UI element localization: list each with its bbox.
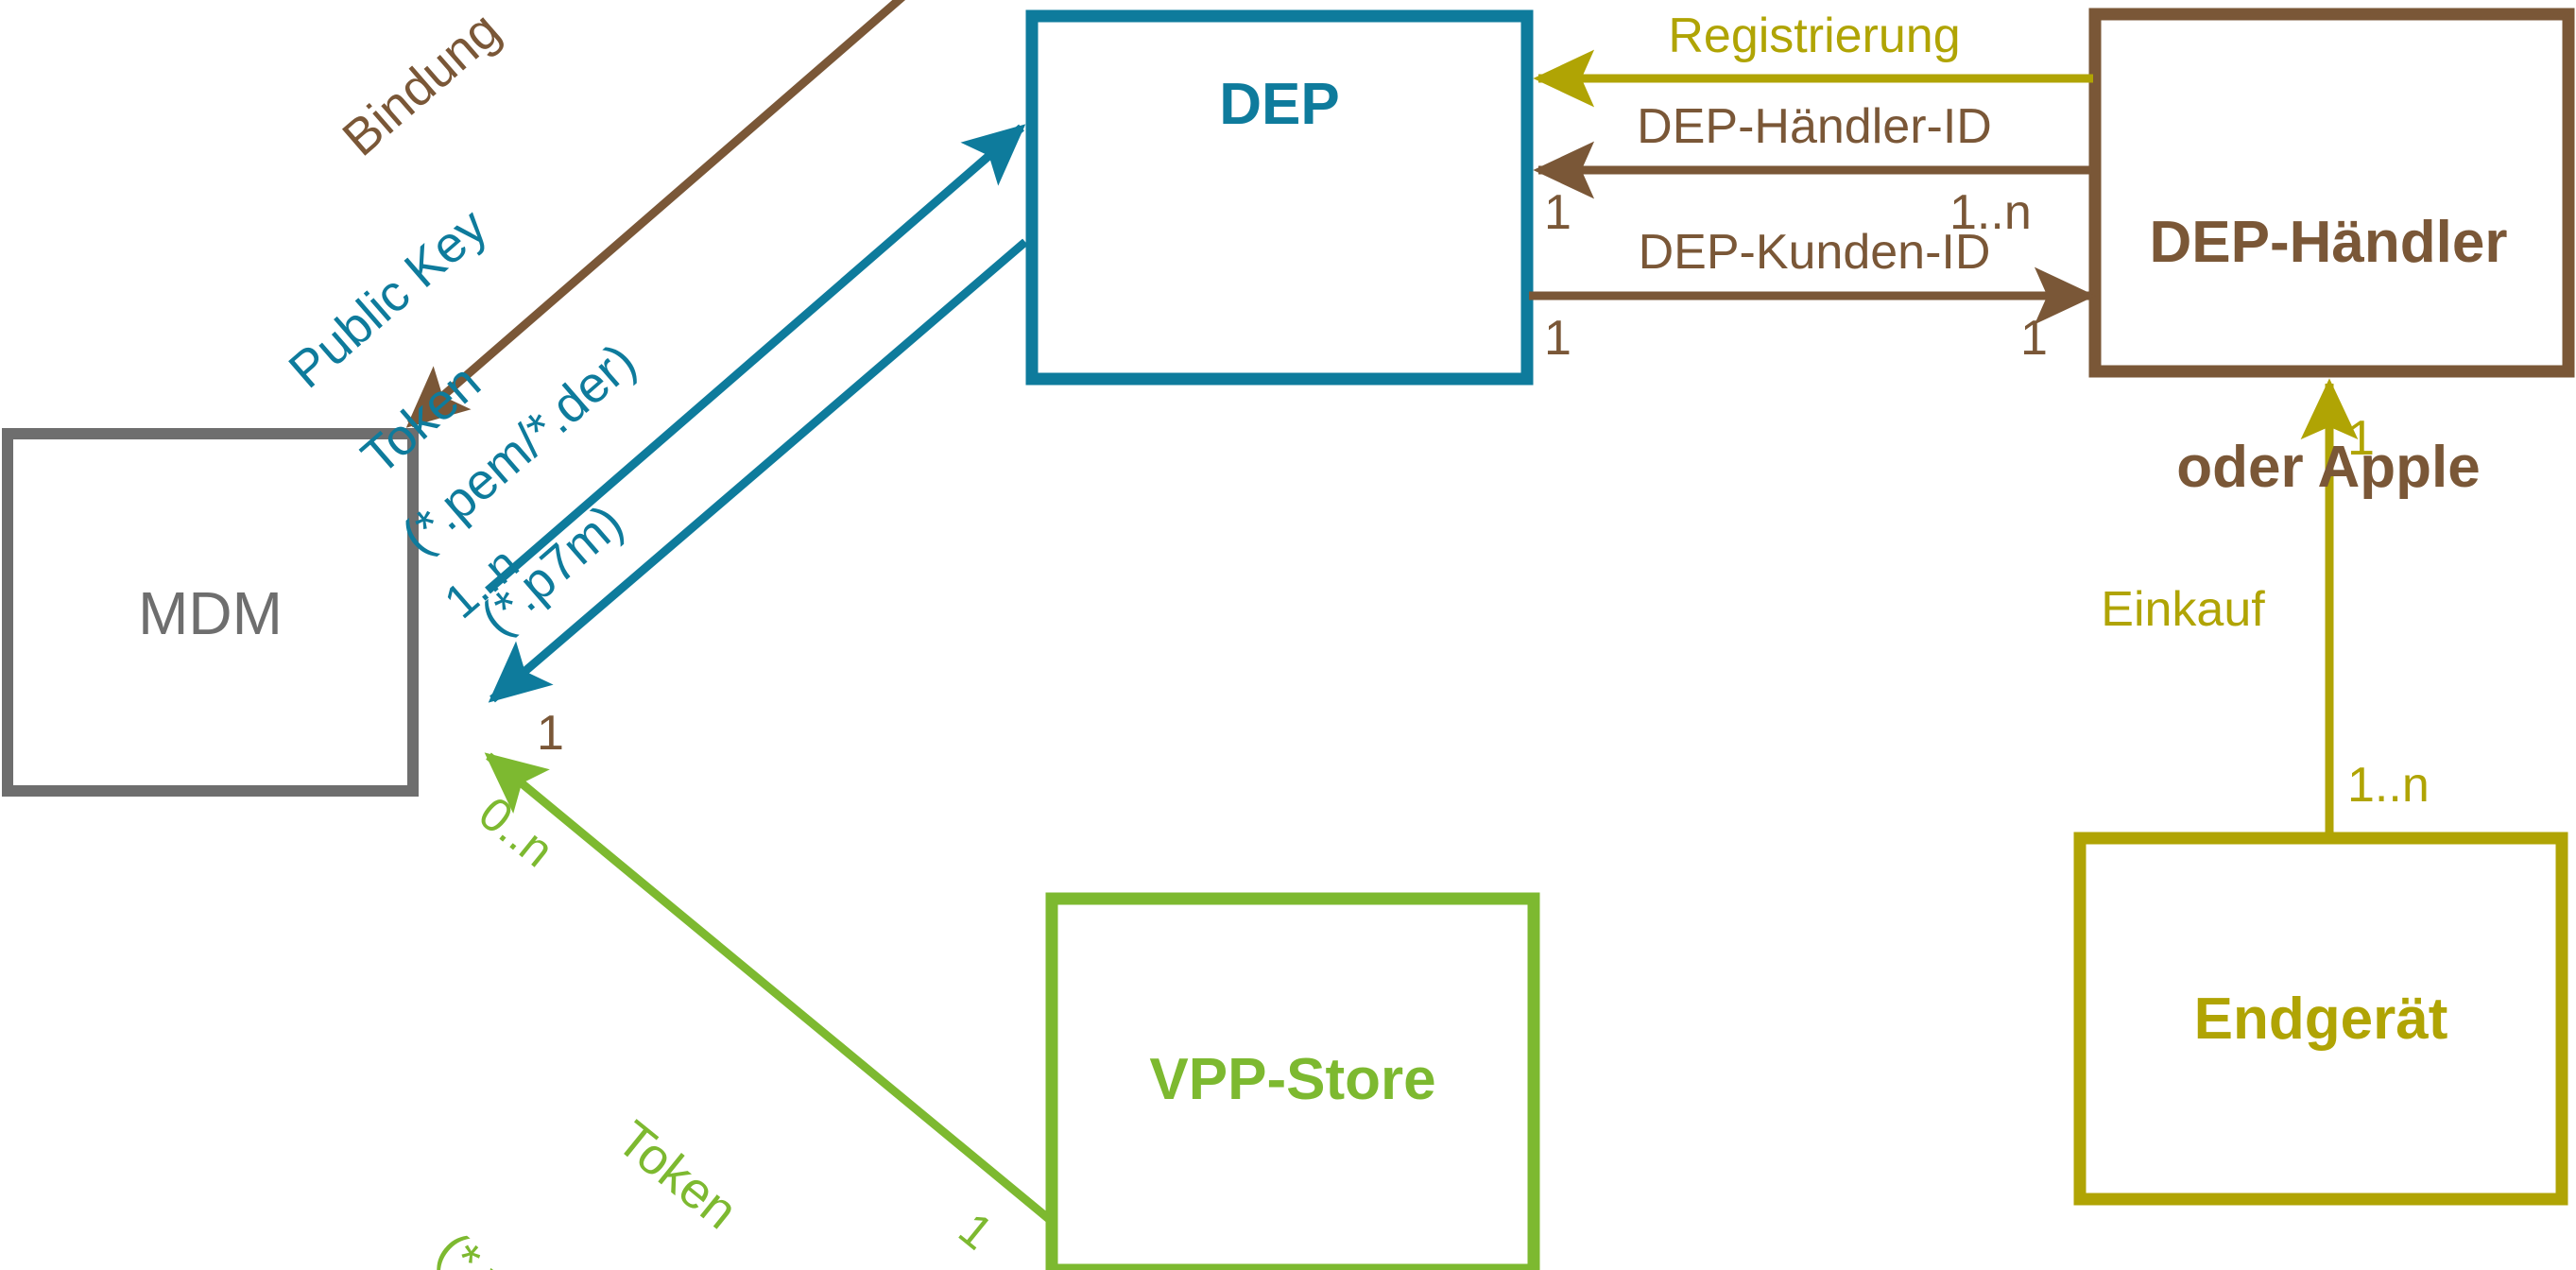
edge-line-token-vpptoken[interactable]: [484, 752, 1052, 1223]
node-box-mdm[interactable]: [2, 428, 419, 797]
edge-line-token-p7m[interactable]: [488, 238, 1028, 703]
edge-line-bindung[interactable]: [405, 0, 912, 428]
node-box-endgeraet[interactable]: [2073, 832, 2568, 1206]
node-box-vpp-store[interactable]: [1045, 892, 1540, 1270]
edge-line-public-key[interactable]: [485, 124, 1026, 594]
node-box-dep-haendler[interactable]: [2088, 8, 2575, 378]
node-box-dep[interactable]: [1025, 9, 1534, 386]
